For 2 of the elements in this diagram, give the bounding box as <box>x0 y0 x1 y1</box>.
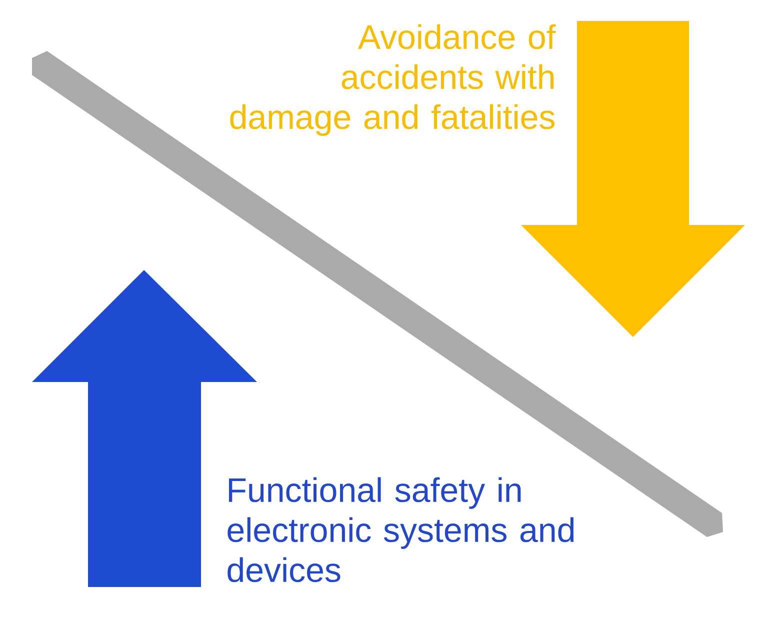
text-label: Functional safety in electronic systems and devices <box>228 477 574 582</box>
text-label: Avoidance of accidents with damage and fatalities <box>230 24 556 136</box>
